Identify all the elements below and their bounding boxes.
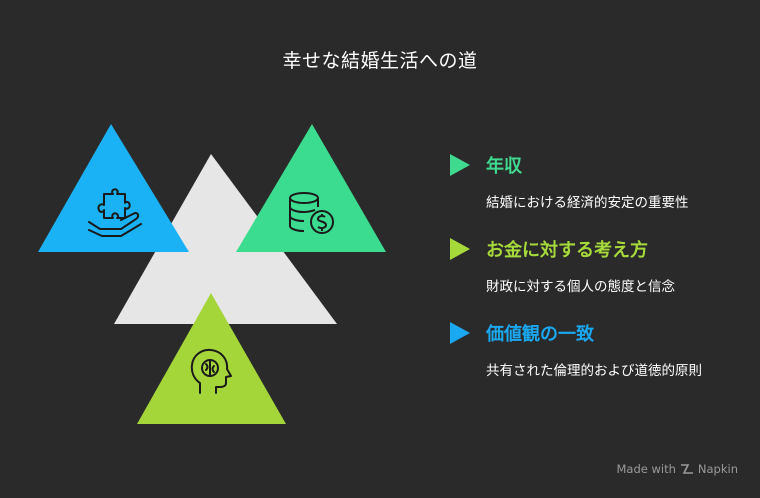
triangle-marker-icon [450,154,470,176]
triangle-marker-icon [450,322,470,344]
item-label: 価値観の一致 [486,324,594,345]
item-values: 価値観の一致 共有された倫理的および道徳的原則 [448,320,738,381]
puzzle-hand-icon [88,188,142,237]
footer-credit[interactable]: Made with Napkin [617,462,739,476]
item-description: 結婚における経済的安定の重要性 [486,195,689,211]
triangle-marker-icon [450,238,470,260]
footer-made-with: Made with [616,462,676,476]
item-description: 共有された倫理的および道徳的原則 [486,363,702,379]
center-triangle [114,154,337,324]
item-description: 財政に対する個人の態度と信念 [486,279,675,295]
item-label: お金に対する考え方 [486,240,648,261]
head-brain-icon [190,348,232,394]
napkin-logo-icon [680,464,693,474]
item-label: 年収 [486,156,522,177]
money-triangle[interactable] [236,124,386,252]
item-money-attitude: お金に対する考え方 財政に対する個人の態度と信念 [448,236,738,297]
page-title: 幸せな結婚生活への道 [282,50,478,72]
footer-brand: Napkin [697,462,738,476]
triangle-diagram [38,124,386,424]
income-triangle[interactable] [38,124,189,252]
coins-dollar-icon [289,192,334,234]
item-income: 年収 結婚における経済的安定の重要性 [448,152,738,213]
values-triangle[interactable] [137,293,286,424]
